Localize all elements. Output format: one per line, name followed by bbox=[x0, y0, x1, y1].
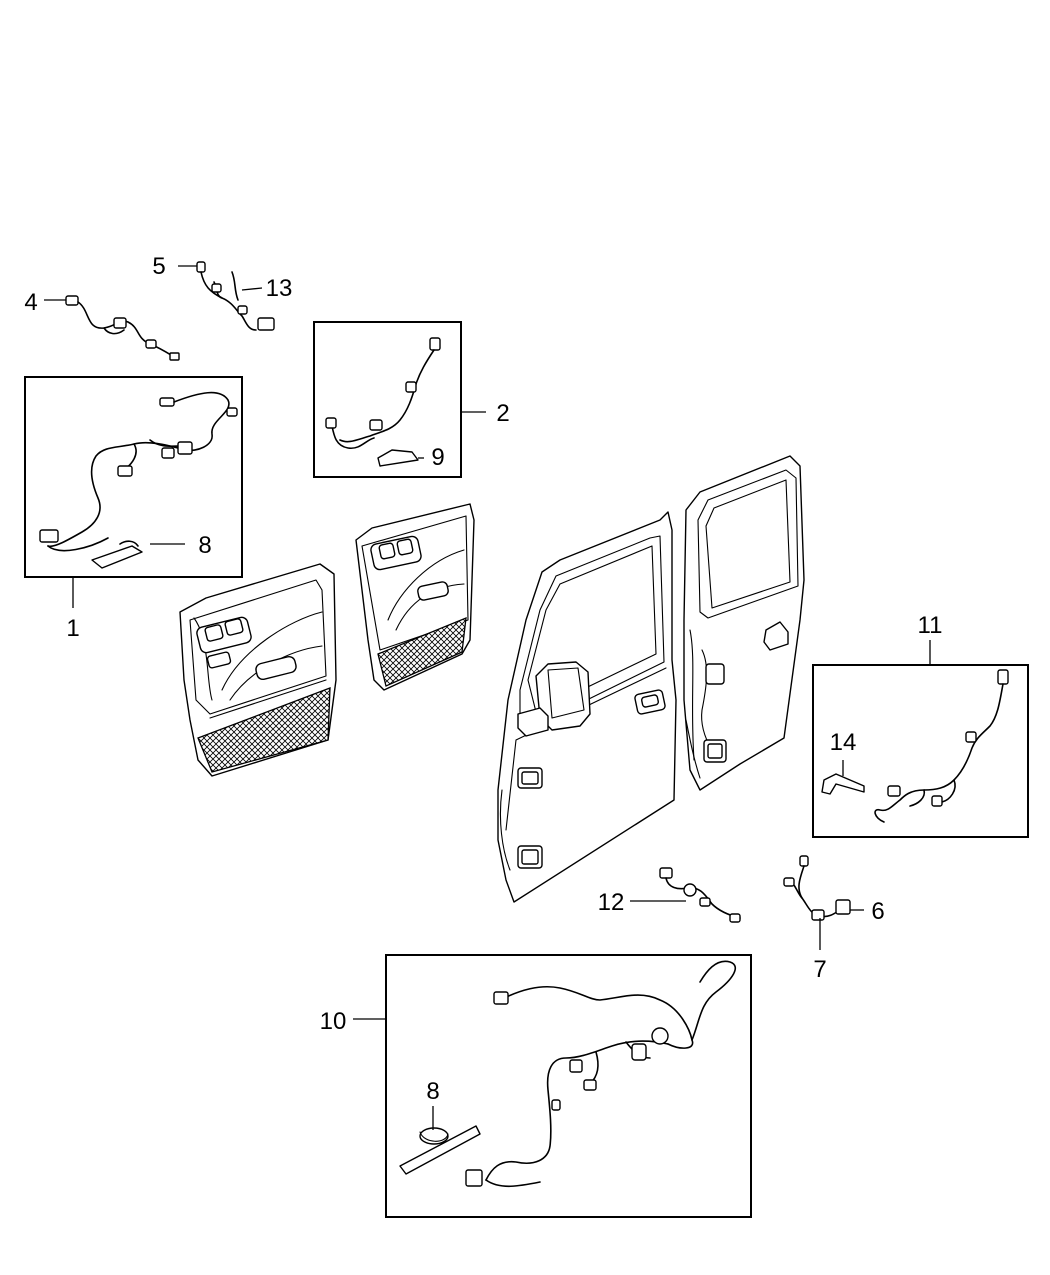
harness-part-4 bbox=[65, 295, 180, 361]
callout-7: 7 bbox=[813, 956, 826, 983]
box-part-2 bbox=[313, 321, 462, 478]
box-part-10 bbox=[385, 954, 752, 1218]
harness-part-10 bbox=[399, 960, 736, 1188]
harness-part-12 bbox=[659, 867, 741, 923]
box-part-11 bbox=[812, 664, 1029, 838]
rear-door-shell bbox=[683, 455, 805, 791]
callout-1: 1 bbox=[66, 615, 79, 642]
callout-8-upper: 8 bbox=[198, 532, 211, 559]
harness-part-2 bbox=[325, 337, 441, 467]
callout-10: 10 bbox=[320, 1008, 347, 1035]
front-door-trim-panel bbox=[179, 563, 337, 777]
harness-part-1 bbox=[39, 391, 238, 569]
callout-13: 13 bbox=[266, 275, 293, 302]
harness-part-5-13 bbox=[196, 261, 275, 331]
box-part-1 bbox=[24, 376, 243, 578]
callout-11: 11 bbox=[918, 612, 943, 639]
rear-door-trim-panel bbox=[355, 503, 475, 691]
callout-4: 4 bbox=[24, 289, 37, 316]
harness-part-6-7 bbox=[783, 855, 851, 921]
harness-part-11 bbox=[821, 669, 1009, 823]
callout-5: 5 bbox=[152, 253, 165, 280]
callout-6: 6 bbox=[871, 898, 884, 925]
callout-9: 9 bbox=[431, 444, 444, 471]
callout-12: 12 bbox=[598, 889, 625, 916]
callout-14: 14 bbox=[830, 729, 857, 756]
callout-8-lower: 8 bbox=[426, 1078, 439, 1105]
callout-2: 2 bbox=[496, 400, 509, 427]
front-door-shell bbox=[497, 511, 677, 903]
